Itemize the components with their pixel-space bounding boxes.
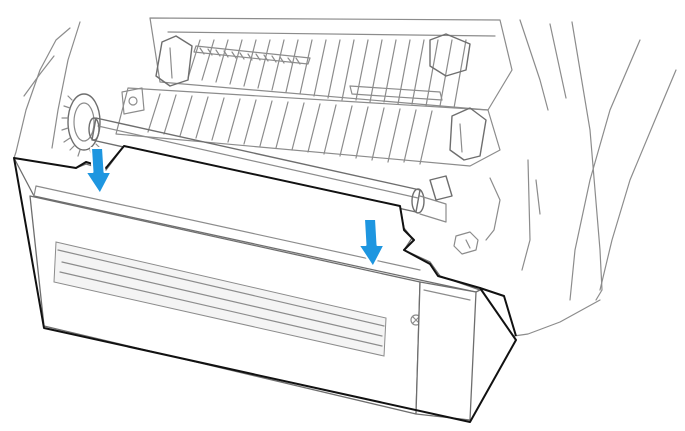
arrow-down-icon [357, 218, 386, 268]
gear [61, 93, 101, 157]
arrow-down-icon [84, 147, 113, 195]
top-ribs [187, 39, 467, 109]
arrows-group [84, 147, 386, 268]
cutter-cover [13, 145, 481, 421]
middle-ribs [147, 93, 433, 165]
roller [88, 117, 425, 214]
printer-body [13, 17, 677, 337]
